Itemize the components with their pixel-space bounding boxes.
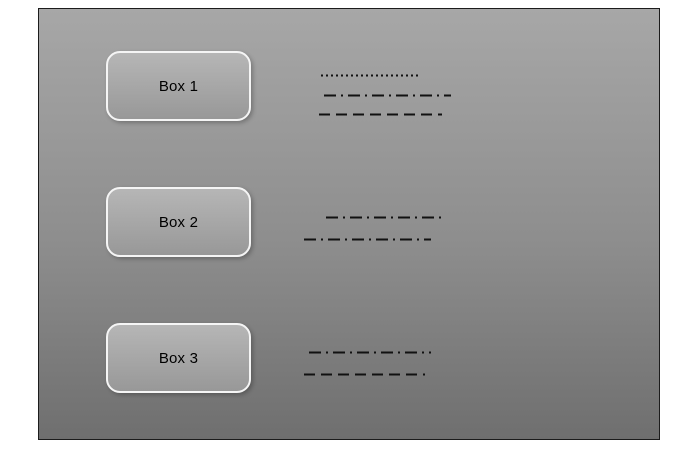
box-3-shape[interactable]: Box 3 [106, 323, 251, 393]
box-2-dash-dot-line-2 [304, 237, 431, 242]
box-1-dotted-line [321, 73, 418, 78]
box-2-dash-dot-line-1 [326, 215, 444, 220]
box-1-dash-dot-line [324, 93, 451, 98]
box-3-dash-dot-line [309, 350, 431, 355]
box-1-shape[interactable]: Box 1 [106, 51, 251, 121]
slide-frame: Box 1 Box 2 Box 3 [38, 8, 660, 440]
box-3-dashed-line [304, 372, 425, 377]
box-3-label: Box 3 [158, 349, 199, 367]
box-2-shape[interactable]: Box 2 [106, 187, 251, 257]
box-1-label: Box 1 [158, 77, 199, 95]
box-1-dashed-line [319, 112, 442, 117]
box-2-label: Box 2 [158, 213, 199, 231]
